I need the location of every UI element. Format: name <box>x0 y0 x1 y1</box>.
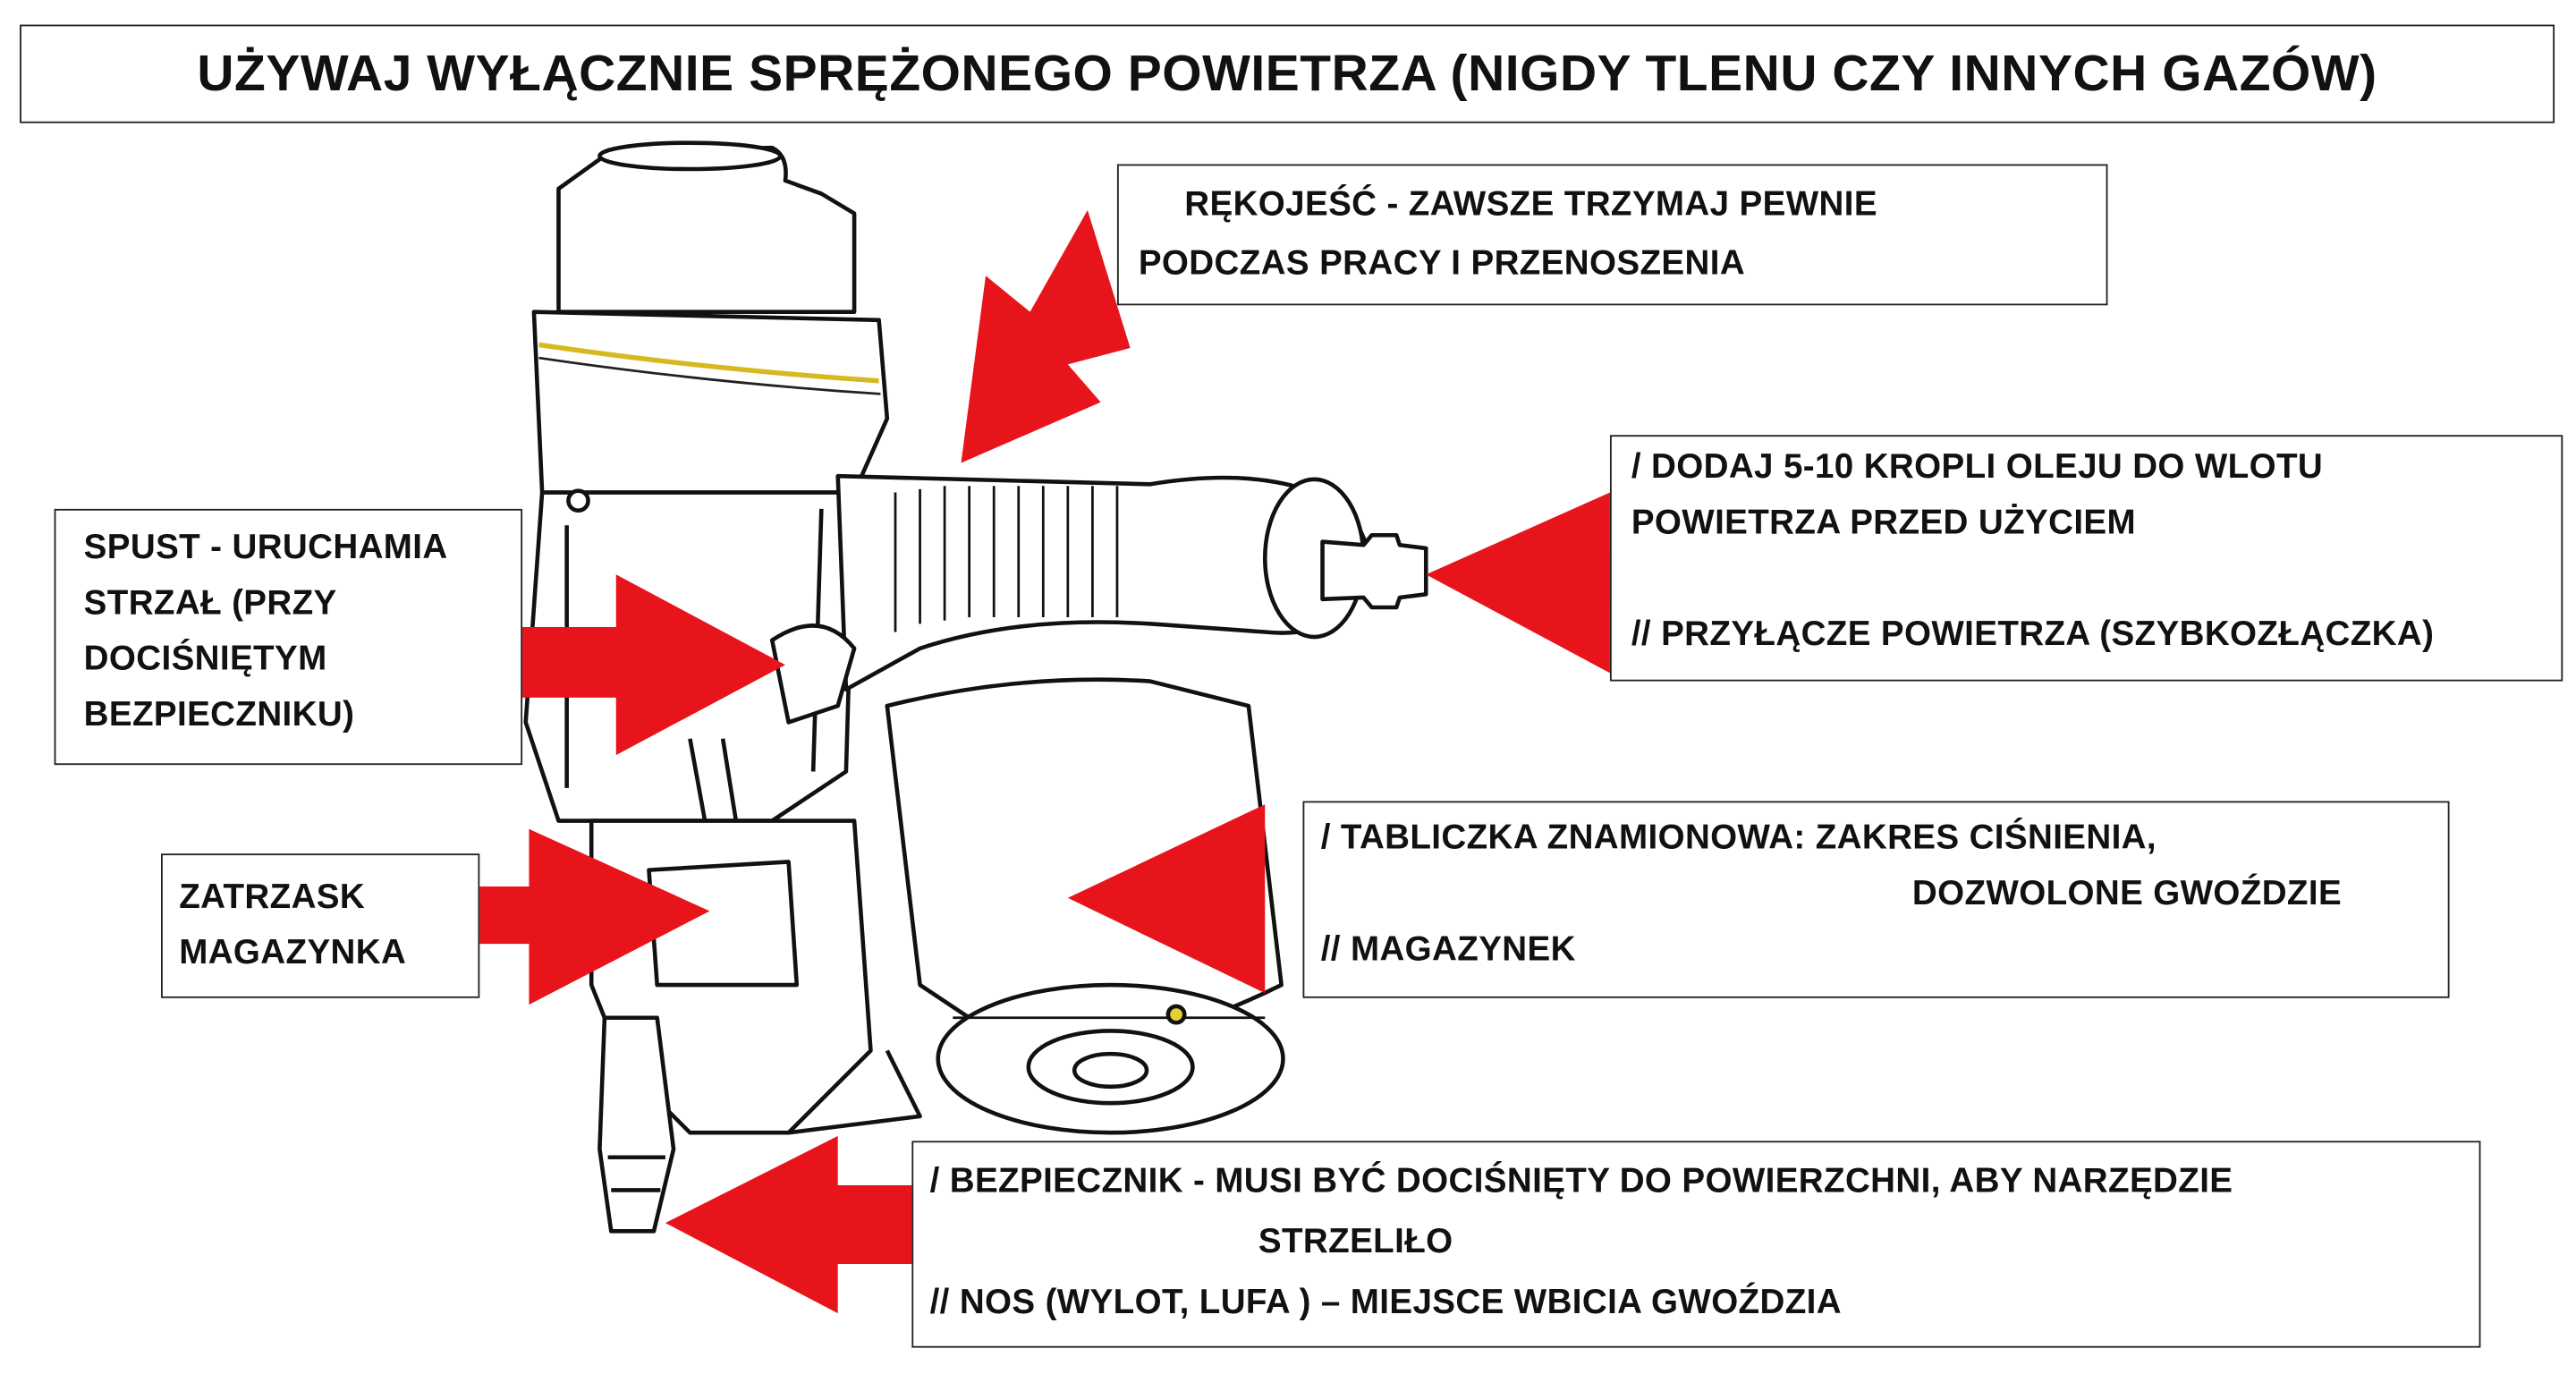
label-trigger-line-2: STRZAŁ (PRZY <box>83 584 337 623</box>
label-trigger: SPUST - URUCHAMIA STRZAŁ (PRZY DOCIŚNIĘT… <box>54 508 523 766</box>
nose <box>597 1015 676 1234</box>
arrow-handle <box>961 209 1131 463</box>
label-handle-line-2: PODCZAS PRACY I PRZENOSZENIA <box>1138 244 1746 283</box>
arrow-magazine <box>1067 804 1266 994</box>
label-latch-line-2: MAGAZYNKA <box>179 934 407 972</box>
label-handle-line-1: RĘKOJEŚĆ - ZAWSZE TRZYMAJ PEWNIE <box>1184 185 1877 224</box>
label-handle: RĘKOJEŚĆ - ZAWSZE TRZYMAJ PEWNIE PODCZAS… <box>1116 164 2108 306</box>
label-safety-nose: / BEZPIECZNIK - MUSI BYĆ DOCIŚNIĘTY DO P… <box>911 1141 2481 1348</box>
label-latch-line-1: ZATRZASK <box>179 878 366 916</box>
label-magazine-line-2: DOZWOLONE GWOŹDZIE <box>1911 875 2343 913</box>
label-air-line-1: / DODAJ 5-10 KROPLI OLEJU DO WLOTU <box>1631 447 2324 487</box>
arrow-air-inlet <box>1426 492 1676 674</box>
label-air-line-3: // PRZYŁĄCZE POWIETRZA (SZYBKOZŁĄCZKA) <box>1631 615 2435 654</box>
label-safety-line-2: STRZELIŁO <box>1258 1223 1453 1261</box>
label-safety-line-1: / BEZPIECZNIK - MUSI BYĆ DOCIŚNIĘTY DO P… <box>929 1162 2233 1200</box>
label-trigger-line-1: SPUST - URUCHAMIA <box>83 528 448 567</box>
label-magazine-latch: ZATRZASK MAGAZYNKA <box>160 853 480 998</box>
label-safety-line-3: // NOS (WYLOT, LUFA ) – MIEJSCE WBICIA G… <box>929 1284 1842 1322</box>
label-air-inlet: / DODAJ 5-10 KROPLI OLEJU DO WLOTU POWIE… <box>1609 435 2563 682</box>
label-magazine-line-3: // MAGAZYNEK <box>1320 930 1576 969</box>
label-air-line-2: POWIETRZA PRZED UŻYCIEM <box>1631 504 2136 542</box>
cylinder-body <box>531 310 890 495</box>
arrow-trigger <box>462 574 785 756</box>
label-magazine-line-1: / TABLICZKA ZNAMIONOWA: ZAKRES CIŚNIENIA… <box>1320 818 2157 857</box>
air-fitting <box>1320 532 1428 610</box>
label-trigger-line-3: DOCIŚNIĘTYM <box>83 640 327 678</box>
arrow-safety <box>665 1135 920 1314</box>
cylinder-cap <box>556 145 857 314</box>
warning-title: UŻYWAJ WYŁĄCZNIE SPRĘŻONEGO POWIETRZA (N… <box>20 24 2555 123</box>
arrow-magazine-latch <box>443 828 710 1005</box>
arrows <box>443 209 1676 1314</box>
label-trigger-line-4: BEZPIECZNIKU) <box>83 696 355 734</box>
trigger <box>769 623 857 725</box>
label-magazine: / TABLICZKA ZNAMIONOWA: ZAKRES CIŚNIENIA… <box>1302 801 2450 998</box>
